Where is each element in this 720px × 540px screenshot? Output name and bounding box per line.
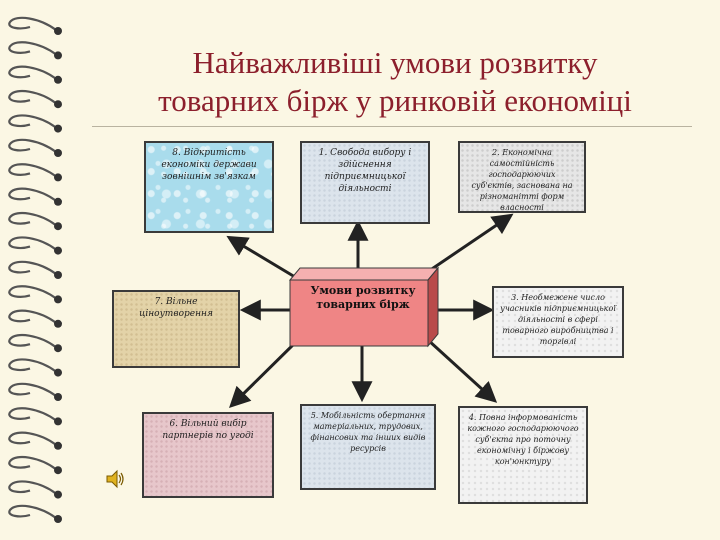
binding-ring bbox=[8, 89, 62, 109]
condition-box-1: 1. Свобода вибору і здійснення підприємн… bbox=[300, 141, 430, 224]
condition-text-7: 7. Вільне ціноутворення bbox=[139, 297, 213, 319]
condition-text-3: 3. Необмежене число учасників підприємни… bbox=[500, 293, 616, 346]
binding-ring bbox=[8, 309, 62, 328]
title-line-2: товарних бірж у ринковій економіці bbox=[158, 83, 632, 118]
binding-ring bbox=[8, 504, 62, 523]
condition-text-5: 5. Мобільність обертання матеріальних, т… bbox=[310, 411, 426, 453]
condition-box-7: 7. Вільне ціноутворення bbox=[112, 290, 240, 368]
binding-ring bbox=[8, 431, 62, 450]
binding-ring bbox=[8, 260, 62, 279]
binding-ring bbox=[8, 65, 62, 84]
condition-text-8: 8. Відкритість економіки держави зовнішн… bbox=[161, 148, 257, 182]
binding-ring bbox=[8, 211, 62, 231]
condition-text-4: 4. Повна інформованість кожного господар… bbox=[467, 413, 579, 466]
binding-ring bbox=[8, 138, 62, 157]
binding-ring bbox=[8, 163, 62, 182]
condition-box-5: 5. Мобільність обертання матеріальних, т… bbox=[300, 404, 436, 490]
binding-ring bbox=[8, 285, 62, 304]
condition-box-8: 8. Відкритість економіки держави зовнішн… bbox=[144, 141, 274, 233]
binding-ring bbox=[8, 358, 62, 377]
binding-ring bbox=[8, 455, 62, 475]
arrow-to-box-4 bbox=[426, 338, 498, 403]
spiral-binding-icon bbox=[8, 16, 62, 523]
arrow-to-box-8 bbox=[226, 235, 301, 282]
binding-ring bbox=[8, 187, 62, 206]
binding-ring bbox=[8, 41, 62, 60]
binding-ring bbox=[8, 236, 62, 255]
arrow-to-box-6 bbox=[229, 336, 302, 408]
center-label: Умови розвитку товарних бірж bbox=[310, 284, 416, 311]
binding-ring bbox=[8, 480, 62, 499]
arrow-to-box-2 bbox=[419, 213, 514, 279]
condition-box-2: 2. Економічна самостійність господарюючи… bbox=[458, 141, 586, 213]
condition-text-1: 1. Свобода вибору і здійснення підприємн… bbox=[318, 148, 412, 194]
condition-text-2: 2. Економічна самостійність господарюючи… bbox=[471, 148, 573, 212]
title-divider bbox=[92, 126, 692, 127]
slide-title: Найважливіші умови розвитку товарних бір… bbox=[90, 44, 700, 120]
title-line-1: Найважливіші умови розвитку bbox=[192, 45, 598, 80]
condition-box-6: 6. Вільний вибір партнерів по угоді bbox=[142, 412, 274, 498]
binding-ring bbox=[8, 382, 62, 401]
speaker-icon[interactable] bbox=[104, 468, 126, 490]
condition-text-6: 6. Вільний вибір партнерів по угоді bbox=[162, 419, 254, 441]
binding-ring bbox=[8, 114, 62, 133]
binding-ring bbox=[8, 407, 62, 426]
binding-ring bbox=[8, 16, 62, 35]
binding-ring bbox=[8, 333, 62, 353]
condition-box-4: 4. Повна інформованість кожного господар… bbox=[458, 406, 588, 504]
condition-box-3: 3. Необмежене число учасників підприємни… bbox=[492, 286, 624, 358]
